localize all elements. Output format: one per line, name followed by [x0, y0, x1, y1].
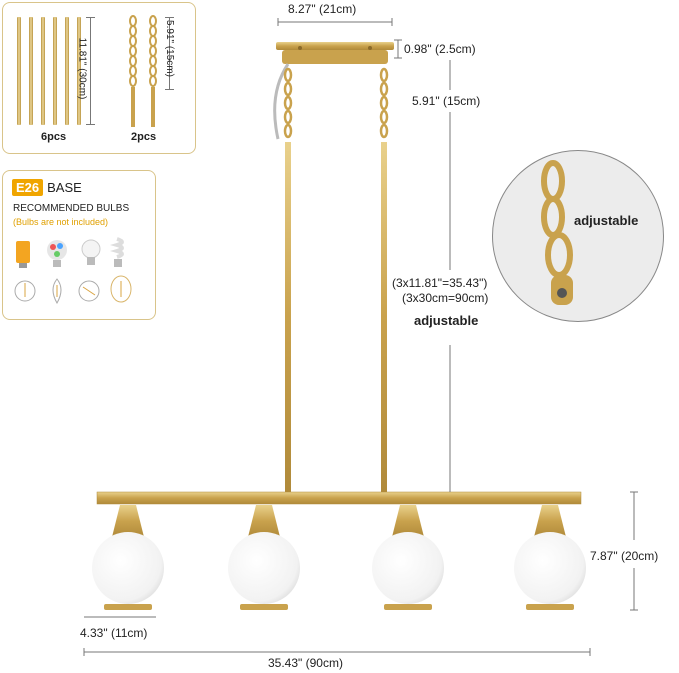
accessories-panel: 11.81" (30cm) 6pcs 5.91" (15cm) 2pcs: [2, 2, 196, 154]
base-tag: E26: [12, 179, 44, 196]
zoom-adjustable-label: adjustable: [574, 213, 639, 228]
extension-rod: [29, 17, 33, 125]
extension-rod: [41, 17, 45, 125]
rod-count-label: 6pcs: [41, 131, 67, 143]
pendant-3: [372, 505, 444, 610]
chain-zoom-circle: [492, 150, 664, 322]
extension-rod: [65, 17, 69, 125]
rod-total-in-label: (3x11.81"=35.43"): [392, 276, 488, 290]
pendant-1: [92, 505, 164, 610]
pendant-2: [228, 505, 300, 610]
canopy-width-label: 8.27" (21cm): [288, 2, 357, 16]
zoom-chain-icon: [541, 160, 573, 305]
pendant-4: [514, 505, 586, 610]
shade-width-label: 4.33" (11cm): [80, 626, 148, 640]
chain-drop-label: 5.91" (15cm): [412, 94, 481, 108]
base-label: BASE: [47, 180, 82, 195]
chains: [283, 67, 389, 139]
rod-total-cm-label: (3x30cm=90cm): [402, 291, 489, 305]
chain-icon: [129, 15, 157, 127]
bulbs-note: (Bulbs are not included): [13, 217, 109, 227]
shade-height-label: 7.87" (20cm): [590, 549, 659, 563]
recommended-label: RECOMMENDED BULBS: [13, 203, 130, 214]
canopy: [276, 42, 394, 64]
rod-adjustable-label: adjustable: [414, 313, 479, 328]
rod-dimension-line: [90, 17, 91, 125]
bulb-icons: [14, 237, 132, 305]
extension-rod: [77, 17, 81, 125]
canopy-height-label: 0.98" (2.5cm): [404, 42, 476, 56]
extension-rod: [17, 17, 21, 125]
bar-length-label: 35.43" (90cm): [268, 656, 343, 670]
chain-count-label: 2pcs: [131, 131, 157, 143]
bulbs-panel: E26 BASE RECOMMENDED BULBS (Bulbs are no…: [2, 170, 156, 320]
extension-rod: [53, 17, 57, 125]
